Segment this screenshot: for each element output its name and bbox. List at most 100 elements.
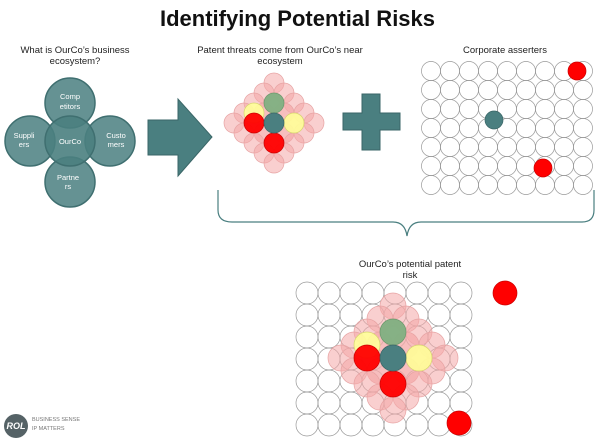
corp-grid-circle <box>554 99 574 119</box>
corp-grid-circle <box>440 61 460 81</box>
logo-tagline-1: BUSINESS SENSE <box>32 417 80 423</box>
risk-asserter-circle <box>446 410 472 436</box>
corp-asserter-circle <box>533 158 553 178</box>
corp-grid-circle <box>573 99 593 119</box>
corp-grid-circle <box>440 137 460 157</box>
risk-grid-circle <box>295 325 319 349</box>
corp-grid-circle <box>535 99 555 119</box>
corp-grid-circle <box>497 61 517 81</box>
risk-faint-circle <box>379 396 407 424</box>
corp-grid-circle <box>554 118 574 138</box>
near-red-circle <box>263 132 285 154</box>
corp-grid-circle <box>573 175 593 195</box>
corp-grid-circle <box>478 175 498 195</box>
corp-grid-circle <box>497 175 517 195</box>
corp-grid-circle <box>421 61 441 81</box>
corp-grid-circle <box>573 137 593 157</box>
corp-grid-circle <box>478 61 498 81</box>
risk-grid-circle <box>317 303 341 327</box>
risk-red-circle <box>353 344 381 372</box>
risk-grid-circle <box>317 281 341 305</box>
risk-grid-circle <box>339 281 363 305</box>
corp-grid-circle <box>554 80 574 100</box>
ecosystem-caption: What is OurCo’s business ecosystem? <box>0 45 150 67</box>
risk-grid-circle <box>405 413 429 437</box>
ourco-circle <box>44 115 96 167</box>
corp-grid-circle <box>440 80 460 100</box>
corp-grid-circle <box>554 156 574 176</box>
risk-grid-circle <box>339 413 363 437</box>
corp-grid-circle <box>459 175 479 195</box>
combine-bracket <box>217 190 595 237</box>
corp-grid-circle <box>421 156 441 176</box>
risk-grid-circle <box>295 303 319 327</box>
near-green-circle <box>263 92 285 114</box>
corp-grid-circle <box>516 137 536 157</box>
corp-grid-circle <box>573 80 593 100</box>
corp-grid-circle <box>459 137 479 157</box>
potential-risk-caption: OurCo’s potential patent risk <box>310 259 510 281</box>
corp-ourco-circle <box>484 110 504 130</box>
risk-grid-circle <box>339 391 363 415</box>
risk-grid-circle <box>295 391 319 415</box>
risk-grid-circle <box>449 369 473 393</box>
risk-caption-line-1: OurCo’s potential patent <box>358 259 462 270</box>
risk-grid-circle <box>317 413 341 437</box>
corp-grid-circle <box>421 99 441 119</box>
near-ecosystem-threat-grid <box>223 72 325 174</box>
risk-grid-circle <box>427 303 451 327</box>
corp-grid-circle <box>440 156 460 176</box>
near-yellow-circle <box>283 112 305 134</box>
suppliers-label-2: ers <box>19 140 30 149</box>
risk-caption-line-2: risk <box>402 270 418 281</box>
logo-badge: ROL <box>4 414 28 438</box>
corp-grid-circle <box>516 80 536 100</box>
corp-grid-circle <box>421 175 441 195</box>
plus-icon <box>342 93 401 151</box>
customers-label-1: Custo <box>106 131 126 140</box>
risk-grid-circle <box>295 347 319 371</box>
corp-grid-circle <box>535 61 555 81</box>
risk-yellow-circle <box>405 344 433 372</box>
suppliers-label-1: Suppli <box>14 131 35 140</box>
corp-grid-circle <box>421 80 441 100</box>
ecosystem-caption-line-2: ecosystem? <box>49 56 101 67</box>
risk-grid-circle <box>317 369 341 393</box>
corp-grid-circle <box>478 80 498 100</box>
corp-grid-circle <box>516 175 536 195</box>
risk-red-circle <box>379 370 407 398</box>
risk-asserter-circle <box>492 280 518 306</box>
near-caption-line-1: Patent threats come from OurCo’s near <box>197 45 363 56</box>
corp-grid-circle <box>497 80 517 100</box>
risk-ourco-circle <box>379 344 407 372</box>
corp-grid-circle <box>478 156 498 176</box>
corp-grid-circle <box>554 137 574 157</box>
near-red-circle <box>243 112 265 134</box>
corp-grid-circle <box>535 80 555 100</box>
competitors-label-2: etitors <box>60 102 81 111</box>
corp-grid-circle <box>459 80 479 100</box>
near-ecosystem-caption: Patent threats come from OurCo’s near ec… <box>180 45 380 67</box>
corp-grid-circle <box>459 156 479 176</box>
potential-risk-grid <box>295 280 518 437</box>
corporate-asserters-caption: Corporate asserters <box>463 45 547 56</box>
logo-tagline-2: IP MATTERS <box>32 426 65 432</box>
page-title: Identifying Potential Risks <box>159 6 436 31</box>
ecosystem-caption-line-1: What is OurCo’s business <box>20 45 130 56</box>
corp-grid-circle <box>573 118 593 138</box>
corp-grid-circle <box>459 118 479 138</box>
ecosystem-venn <box>4 77 136 208</box>
corp-grid-circle <box>535 137 555 157</box>
corp-grid-circle <box>459 99 479 119</box>
corp-grid-circle <box>535 118 555 138</box>
ourco-label: OurCo <box>59 137 81 146</box>
near-faint-circle <box>263 152 285 174</box>
near-ourco-circle <box>263 112 285 134</box>
corp-grid-circle <box>440 99 460 119</box>
corp-grid-circle <box>516 99 536 119</box>
risk-grid-circle <box>405 281 429 305</box>
corp-grid-circle <box>421 118 441 138</box>
corp-grid-circle <box>516 61 536 81</box>
risk-grid-circle <box>427 281 451 305</box>
